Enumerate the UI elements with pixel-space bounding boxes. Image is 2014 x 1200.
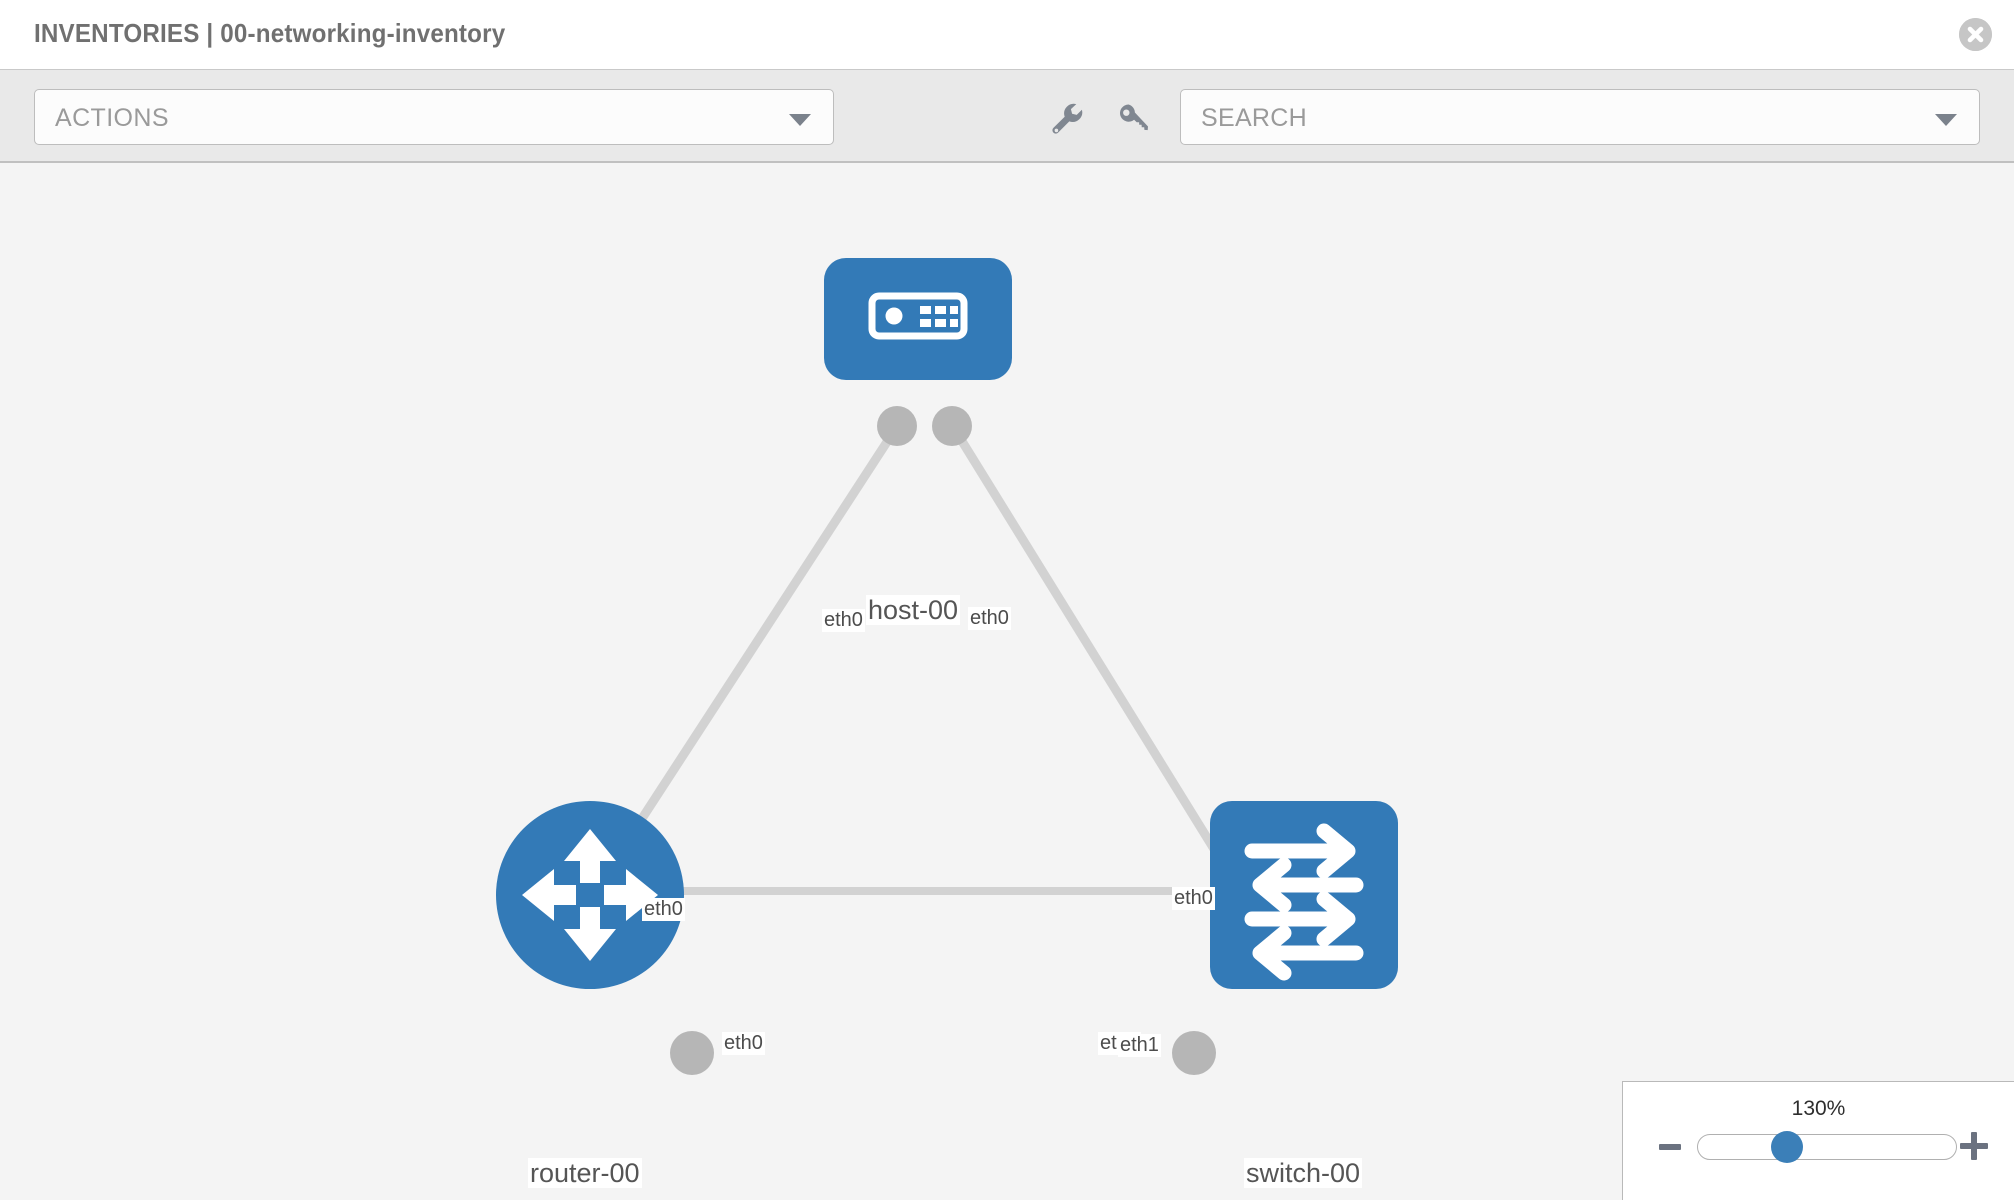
link-host-router[interactable] [596, 422, 902, 886]
port-router-eth0[interactable] [670, 1031, 714, 1075]
node-label-switch-00: switch-00 [1244, 1158, 1363, 1189]
chevron-down-icon [1935, 114, 1957, 126]
search-input[interactable]: SEARCH [1180, 89, 1980, 145]
node-switch-00[interactable] [1210, 801, 1398, 989]
port-host-eth0-right[interactable] [932, 406, 972, 446]
key-icon[interactable] [1114, 98, 1154, 138]
page-header: INVENTORIES | 00-networking-inventory [0, 0, 2014, 69]
topology-links-layer [596, 406, 1260, 1075]
page-title: INVENTORIES | 00-networking-inventory [34, 18, 506, 48]
link-label-switch-eth0-up: eth0 [1172, 887, 1215, 910]
chevron-down-icon [789, 114, 811, 126]
zoom-level-value: 130% [1791, 1097, 1846, 1120]
actions-dropdown[interactable]: ACTIONS [34, 89, 834, 145]
switch-arrows-icon [1244, 823, 1364, 981]
zoom-slider[interactable] [1697, 1134, 1957, 1160]
link-label-host-eth0-left: eth0 [822, 609, 865, 632]
zoom-slider-thumb[interactable] [1771, 1131, 1803, 1163]
search-placeholder: SEARCH [1201, 104, 1307, 132]
zoom-control-panel: 130% [1622, 1081, 2014, 1200]
link-label-router-eth0-up: eth0 [642, 898, 685, 921]
node-label-host-00: host-00 [866, 595, 961, 626]
topology-canvas[interactable]: eth0 host-00 eth0 eth0 eth0 router-00 [0, 163, 2014, 1200]
node-host-00[interactable] [824, 258, 1012, 380]
actions-dropdown-label: ACTIONS [55, 104, 169, 132]
minus-icon[interactable] [1659, 1144, 1681, 1150]
close-icon[interactable] [1959, 18, 1992, 51]
port-switch-eth1[interactable] [1172, 1031, 1216, 1075]
plus-icon[interactable] [1960, 1132, 1988, 1160]
server-icon [868, 292, 968, 340]
router-arrows-icon [522, 829, 658, 961]
node-label-router-00: router-00 [528, 1158, 642, 1189]
link-label-router-eth0-right: eth0 [722, 1032, 765, 1055]
toolbar: ACTIONS SEARCH [0, 69, 2014, 163]
link-label-host-eth0-right: eth0 [968, 607, 1011, 630]
link-host-switch[interactable] [948, 422, 1239, 886]
node-router-00[interactable] [496, 801, 684, 989]
link-label-switch-eth1: eth1 [1118, 1034, 1161, 1057]
wrench-icon[interactable] [1046, 98, 1086, 138]
port-host-eth0-left[interactable] [877, 406, 917, 446]
